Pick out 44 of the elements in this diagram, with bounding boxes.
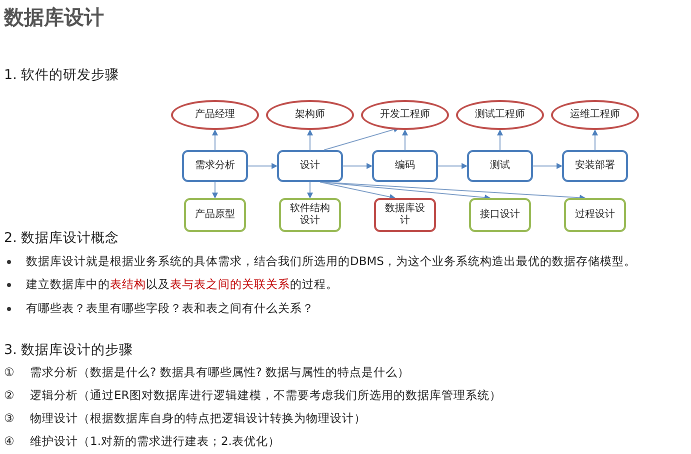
output-box: 产品原型 [184, 198, 246, 232]
process-box: 安装部署 [562, 150, 628, 182]
role-ellipse: 测试工程师 [456, 100, 544, 130]
body-text: 有哪些表？表里有哪些字段？表和表之间有什么关系？ [26, 301, 314, 316]
output-box: 数据库设计 [374, 198, 436, 232]
process-box: 设计 [277, 150, 343, 182]
role-ellipse: 运维工程师 [551, 100, 639, 130]
output-box: 过程设计 [564, 198, 626, 232]
arrow [532, 163, 563, 169]
arrow [402, 129, 408, 150]
section-heading: 2. 数据库设计概念 [4, 229, 120, 247]
step-number: ③ [4, 411, 14, 425]
arrow [320, 182, 586, 201]
arrow [320, 182, 491, 200]
output-box: 接口设计 [469, 198, 531, 232]
step-number: ① [4, 365, 14, 379]
role-ellipse: 开发工程师 [361, 100, 449, 130]
process-box: 需求分析 [182, 150, 248, 182]
arrow [248, 163, 278, 169]
body-text: 逻辑分析（通过ER图对数据库进行逻辑建模，不需要考虑我们所选用的数据库管理系统） [30, 388, 502, 403]
section-heading: 1. 软件的研发步骤 [4, 66, 120, 84]
arrow [438, 163, 468, 169]
arrow [342, 163, 373, 169]
body-text: 维护设计（1.对新的需求进行建表；2.表优化） [30, 434, 280, 449]
arrow [320, 182, 396, 200]
arrow [307, 182, 313, 199]
body-text: 物理设计（根据数据库自身的特点把逻辑设计转换为物理设计） [30, 411, 366, 426]
arrow [592, 129, 598, 150]
arrow [212, 182, 218, 199]
body-text: 数据库设计就是根据业务系统的具体需求，结合我们所选用的DBMS，为这个业务系统构造出最优的数据存储模型。 [26, 254, 636, 269]
arrow [212, 129, 218, 150]
body-text: 需求分析（数据是什么? 数据具有哪些属性? 数据与属性的特点是什么） [30, 365, 410, 380]
page-title: 数据库设计 [4, 4, 104, 31]
role-ellipse: 架构师 [266, 100, 354, 130]
role-ellipse: 产品经理 [171, 100, 259, 130]
process-box: 编码 [372, 150, 438, 182]
arrow [307, 129, 313, 150]
output-box: 软件结构设计 [279, 198, 341, 232]
process-box: 测试 [467, 150, 533, 182]
step-number: ④ [4, 434, 14, 448]
body-text: 建立数据库中的表结构以及表与表之间的关联关系的过程。 [26, 277, 338, 292]
arrow [497, 129, 503, 150]
section-heading: 3. 数据库设计的步骤 [4, 341, 134, 359]
step-number: ② [4, 388, 14, 402]
